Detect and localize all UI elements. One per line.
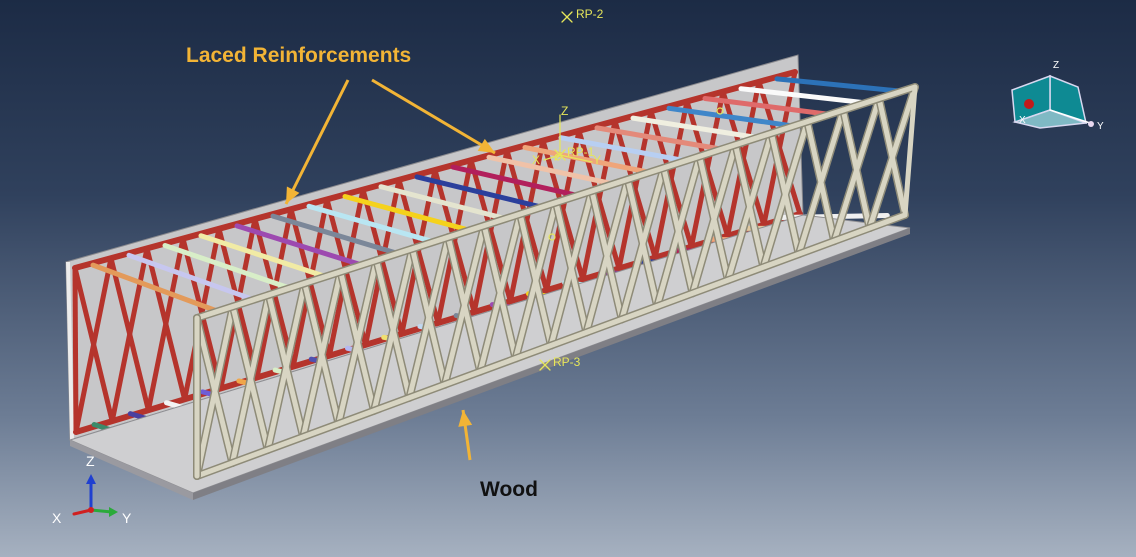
back-lace-diagonal xyxy=(761,69,798,228)
front-lace-diagonal xyxy=(831,96,882,244)
triad-origin xyxy=(88,507,94,513)
laced-reinforcements-label: Laced Reinforcements xyxy=(186,44,412,67)
viewcube-y-axis xyxy=(1049,109,1091,124)
wood-bottom-plate xyxy=(68,214,911,500)
front-top-chord xyxy=(194,84,918,321)
viewcube-y-dot xyxy=(1088,121,1094,127)
top-cross-bar xyxy=(630,115,756,140)
local-y-axis xyxy=(559,154,593,163)
back-lace-diagonal xyxy=(109,245,150,424)
back-wall-edge xyxy=(66,262,74,440)
node-marker xyxy=(716,107,724,115)
back-lace-diagonal xyxy=(725,79,762,239)
viewcube-x-label: X xyxy=(1019,115,1026,126)
rp-3-marker xyxy=(539,359,551,371)
laced-arrow-right-head xyxy=(477,138,495,153)
back-top-chord xyxy=(72,69,798,271)
bottom-plate-edge xyxy=(193,228,910,500)
front-lace-diagonal xyxy=(371,246,415,414)
front-lace-diagonal xyxy=(513,200,559,362)
reference-point-markers xyxy=(539,11,724,371)
front-lace-diagonal xyxy=(442,223,487,388)
front-lace-diagonal xyxy=(796,107,846,257)
rp-1-label: RP-1 xyxy=(567,145,595,159)
local-x-axis-label: X xyxy=(532,153,541,167)
annotation-arrows xyxy=(284,78,496,461)
viewcube-highlight-dot xyxy=(1024,99,1034,109)
front-laced-truss xyxy=(193,83,919,480)
front-lace-diagonal xyxy=(725,130,774,283)
top-cross-bar xyxy=(342,194,469,232)
triad-y-arrowhead xyxy=(109,507,118,517)
front-lace-diagonal xyxy=(336,257,379,427)
top-cross-bar xyxy=(522,145,649,175)
top-cross-bar xyxy=(126,252,254,302)
viewcube-z-label: Z xyxy=(1053,60,1060,71)
top-cross-bar xyxy=(666,105,792,128)
front-lace-diagonal xyxy=(619,165,667,322)
top-cross-bar xyxy=(234,223,362,267)
top-cross-bar xyxy=(414,174,541,209)
top-cross-bar xyxy=(450,164,577,198)
front-lace-diagonal xyxy=(548,188,595,348)
viewcube-y-label: Y xyxy=(1097,121,1104,132)
local-x-axis xyxy=(543,154,561,161)
top-cross-bar xyxy=(486,154,613,186)
top-cross-bar xyxy=(198,233,326,279)
local-y-axis-label: Y xyxy=(593,153,602,167)
triad-z-arrowhead xyxy=(86,474,96,484)
triad-y-label: Y xyxy=(122,510,132,526)
bottom-plate-end xyxy=(70,440,193,500)
node-marker xyxy=(548,233,556,241)
top-cross-bar xyxy=(378,184,505,221)
rp-2-label: RP-2 xyxy=(576,7,604,21)
triad-x-label: X xyxy=(52,510,62,526)
rp-3-label: RP-3 xyxy=(553,355,581,369)
top-cross-bar xyxy=(594,125,721,152)
front-far-post xyxy=(902,84,918,218)
wood-arrow-head xyxy=(458,410,473,427)
top-cross-bar xyxy=(270,213,397,255)
top-cross-bar xyxy=(90,262,218,313)
top-cross-bar xyxy=(306,203,433,244)
view-cube[interactable] xyxy=(1011,74,1094,129)
laced-arrow-left-head xyxy=(286,186,300,204)
triad-y-axis xyxy=(89,508,114,514)
top-cross-bar xyxy=(738,86,864,105)
rp-2-marker xyxy=(561,11,573,23)
front-lace-diagonal xyxy=(654,153,703,309)
front-lace-diagonal xyxy=(583,176,631,335)
front-lace-diagonal xyxy=(867,84,918,231)
front-lace-diagonal xyxy=(760,119,810,270)
front-lace-diagonal xyxy=(300,269,344,440)
laced-arrow-left-shaft xyxy=(284,79,350,205)
wood-label: Wood xyxy=(480,478,538,501)
front-bottom-chord xyxy=(194,212,908,479)
back-lace-diagonal xyxy=(145,236,186,413)
front-lace-diagonal xyxy=(406,234,451,401)
local-z-axis-label: Z xyxy=(561,104,569,118)
top-cross-bar xyxy=(162,243,290,290)
front-lace-diagonal xyxy=(477,211,523,375)
viewcube-face-bottom xyxy=(1012,109,1087,129)
local-origin xyxy=(554,153,562,161)
front-lace-diagonal xyxy=(690,142,738,296)
top-cross-bar xyxy=(774,76,900,94)
triad-z-label: Z xyxy=(86,453,95,469)
laced-arrow-right-shaft xyxy=(371,78,496,155)
global-axis-triad xyxy=(72,474,118,517)
top-cross-bar xyxy=(702,96,828,117)
top-cross-bar xyxy=(558,135,685,163)
front-lace-diagonal xyxy=(265,280,308,453)
front-lace-diagonal xyxy=(194,303,236,479)
back-end-post xyxy=(72,265,79,435)
front-lace-diagonal xyxy=(229,292,272,466)
back-lace-diagonal xyxy=(73,255,114,435)
